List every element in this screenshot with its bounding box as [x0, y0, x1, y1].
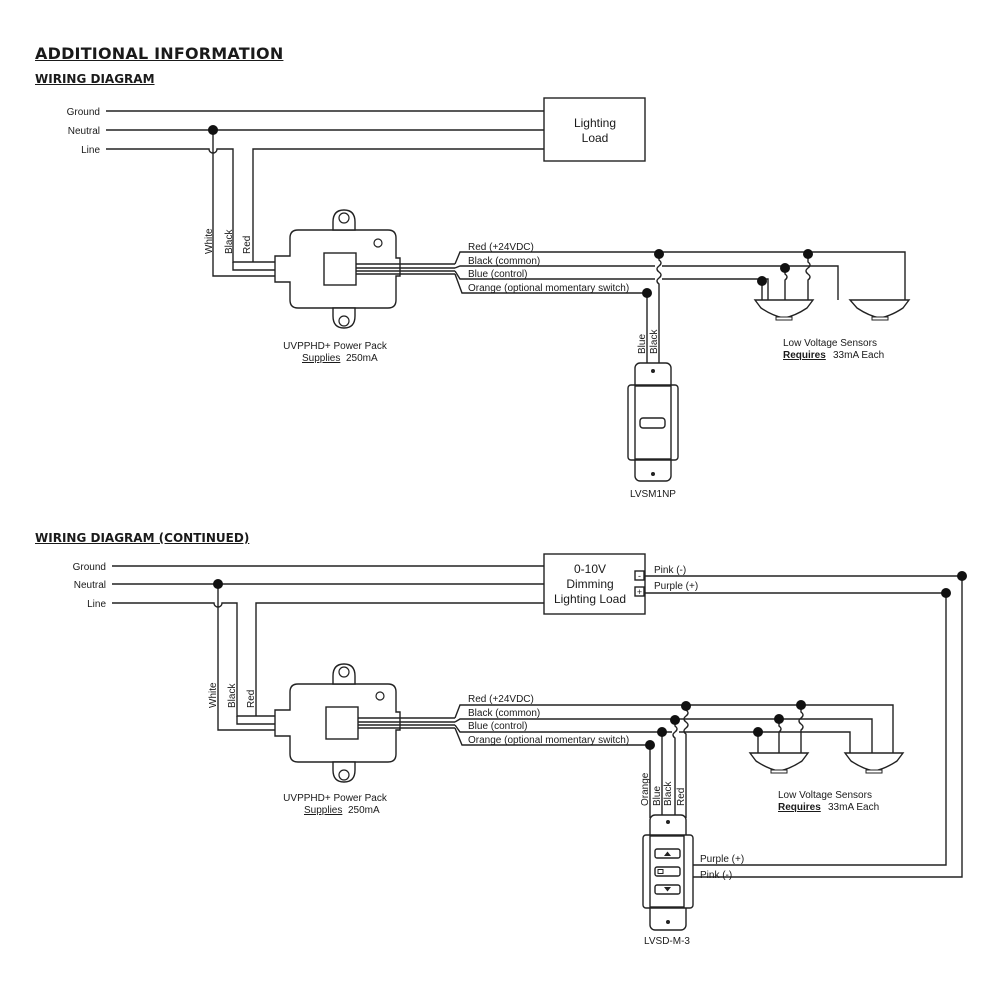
junction-dot — [780, 263, 790, 273]
load-label-line1: 0-10V — [574, 562, 606, 576]
bus-black-label: Black (common) — [468, 708, 540, 719]
bus-blue-label: Blue (control) — [468, 721, 527, 732]
switch-blue-label: Blue — [637, 334, 648, 354]
load-label-line2: Dimming — [566, 577, 613, 591]
neutral-label: Neutral — [68, 126, 100, 137]
terminal-minus: - — [638, 571, 641, 581]
main-heading: ADDITIONAL INFORMATION — [35, 44, 284, 63]
terminal-plus: + — [637, 587, 642, 597]
power-pack-supplies-value: 250mA — [346, 353, 378, 364]
junction-dot — [681, 701, 691, 711]
pink-wire — [645, 575, 963, 878]
switch-model-label: LVSM1NP — [630, 489, 676, 500]
neutral-label: Neutral — [74, 580, 106, 591]
switch-lvsm1np — [627, 362, 679, 482]
sensors-name: Low Voltage Sensors — [783, 338, 877, 349]
ground-label: Ground — [73, 562, 106, 573]
bus-wires — [454, 251, 906, 300]
junction-dot — [657, 727, 667, 737]
white-wire-label: White — [208, 682, 219, 708]
bus-red-label: Red (+24VDC) — [468, 242, 534, 253]
line-label: Line — [87, 599, 106, 610]
junction-dot — [753, 727, 763, 737]
neutral-junction — [208, 125, 218, 135]
bus-wires — [454, 704, 894, 753]
purple-wire — [645, 592, 947, 866]
junction-dot — [642, 288, 652, 298]
switch-red-label: Red — [676, 788, 687, 806]
load-label-line2: Load — [582, 131, 609, 145]
on-off-button — [654, 866, 681, 877]
junction-dot — [670, 715, 680, 725]
switch-lvsd-m-3 — [642, 814, 694, 931]
mains-wires — [106, 110, 544, 277]
bus-orange-label: Orange (optional momentary switch) — [468, 283, 629, 294]
sensors-name: Low Voltage Sensors — [778, 790, 872, 801]
power-pack-supplies-value: 250mA — [348, 805, 380, 816]
power-pack-name: UVPPHD+ Power Pack — [283, 341, 388, 352]
dimming-lighting-load: 0-10V Dimming Lighting Load - + — [543, 553, 646, 615]
ground-label: Ground — [67, 107, 100, 118]
switch-blue-label: Blue — [652, 786, 663, 806]
red-wire-label: Red — [242, 236, 253, 254]
junction-dot — [774, 714, 784, 724]
line-label: Line — [81, 145, 100, 156]
sensor-1 — [753, 299, 815, 321]
sensor-2 — [848, 299, 911, 321]
power-pack — [274, 663, 455, 783]
switch-pink-label: Pink (-) — [700, 870, 732, 881]
black-wire-label: Black — [224, 229, 235, 254]
sensors-requires-value: 33mA Each — [828, 802, 879, 813]
junction-dot — [957, 571, 967, 581]
diagram2-heading: WIRING DIAGRAM (CONTINUED) — [35, 531, 250, 545]
up-arrow-icon — [664, 851, 671, 856]
sensor-1 — [748, 752, 810, 774]
power-pack-name: UVPPHD+ Power Pack — [283, 793, 388, 804]
power-pack-supplies-label: Supplies — [304, 805, 342, 816]
bus-orange-label: Orange (optional momentary switch) — [468, 735, 629, 746]
sensors-requires-value: 33mA Each — [833, 350, 884, 361]
sensor-2 — [843, 752, 905, 774]
sensors-requires-label: Requires — [778, 802, 821, 813]
purple-wire-label: Purple (+) — [654, 581, 698, 592]
black-wire-label: Black — [227, 683, 238, 708]
junction-dot — [796, 700, 806, 710]
pink-wire-label: Pink (-) — [654, 565, 686, 576]
down-arrow-icon — [664, 887, 671, 892]
bus-black-label: Black (common) — [468, 256, 540, 267]
junction-dot — [941, 588, 951, 598]
lighting-load: Lighting Load — [543, 97, 646, 162]
switch-purple-label: Purple (+) — [700, 854, 744, 865]
mains-wires — [112, 565, 544, 731]
sensors-requires-label: Requires — [783, 350, 826, 361]
junction-dot — [645, 740, 655, 750]
red-wire-label: Red — [246, 690, 257, 708]
switch-black-label: Black — [649, 329, 660, 354]
neutral-junction — [213, 579, 223, 589]
bus-red-label: Red (+24VDC) — [468, 694, 534, 705]
switch-orange-label: Orange — [640, 772, 651, 806]
load-label-line3: Lighting Load — [554, 592, 626, 606]
junction-dot — [757, 276, 767, 286]
junction-dot — [654, 249, 664, 259]
bus-blue-label: Blue (control) — [468, 269, 527, 280]
diagram1-heading: WIRING DIAGRAM — [35, 72, 155, 86]
junction-dot — [803, 249, 813, 259]
white-wire-label: White — [204, 228, 215, 254]
power-pack-supplies-label: Supplies — [302, 353, 340, 364]
load-label-line1: Lighting — [574, 116, 616, 130]
power-pack — [274, 209, 455, 329]
switch-black-label: Black — [663, 781, 674, 806]
switch-model-label: LVSD-M-3 — [644, 936, 690, 947]
